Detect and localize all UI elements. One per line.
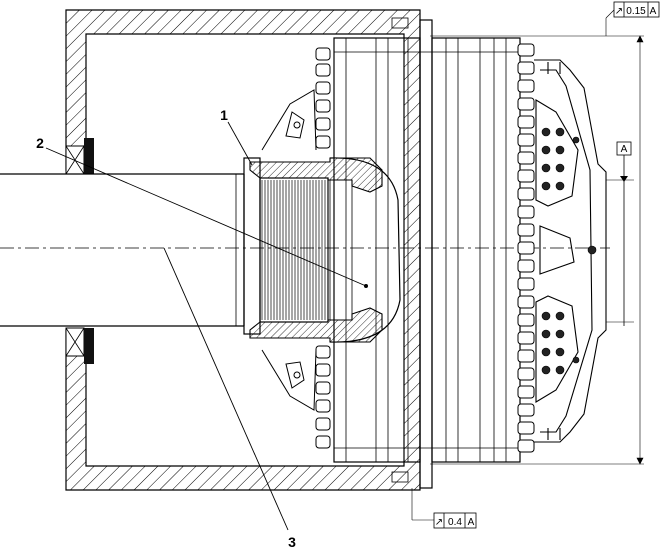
dimension-lines [411,18,644,521]
callout-3: 3 [163,247,296,550]
housing [65,9,421,491]
shaft [0,173,245,327]
tolerance-top-symbol: ↗ [615,6,623,17]
tolerance-frame-bottom: ↗ 0.4 A [433,512,477,529]
tolerance-frame-top: ↗ 0.15 A [605,1,660,19]
callout-1-label: 1 [220,107,228,123]
callout-3-label: 3 [288,534,296,550]
datum-a: A [606,141,634,326]
tolerance-bottom-datum: A [468,517,475,528]
left-bolt-column [315,47,331,449]
hub [243,157,401,343]
datum-a-label: A [621,144,628,155]
callout-2: 2 [36,135,368,288]
caliper-bolts [541,127,597,375]
callout-1: 1 [220,107,253,166]
tolerance-top-datum: A [650,6,657,17]
spline-teeth [261,180,326,320]
tolerance-top-value: 0.15 [626,6,646,17]
shaft-seal [65,138,94,364]
datum-a-box [616,141,632,156]
rotor-stack [333,19,521,489]
callout-2-label: 2 [36,135,44,151]
tolerance-bottom-symbol: ↗ [435,517,443,528]
tolerance-bottom-value: 0.4 [448,517,462,528]
left-linkage [261,89,317,411]
right-bolt-column [517,43,535,453]
